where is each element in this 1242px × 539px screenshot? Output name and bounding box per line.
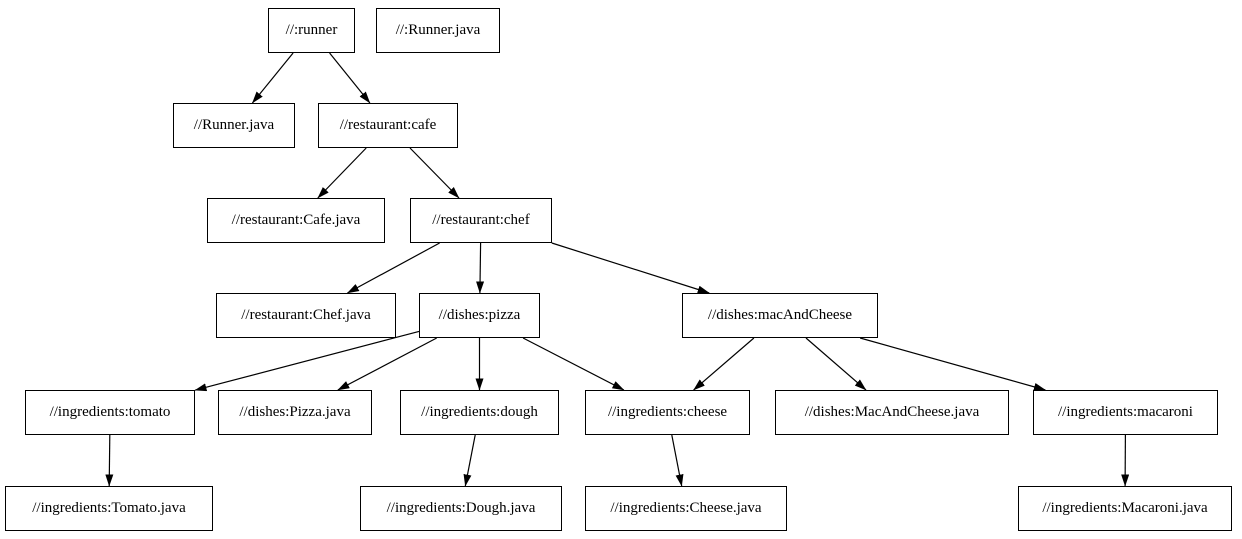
- edge-pizza-to-pizza-java-file: [337, 337, 437, 391]
- graph-node-mac-and-cheese: //dishes:macAndCheese: [682, 293, 878, 338]
- edge-tomato-to-tomato-java-file: [105, 434, 114, 487]
- graph-node-dough: //ingredients:dough: [400, 390, 559, 435]
- graph-node-cafe: //restaurant:cafe: [318, 103, 458, 148]
- edge-mac-and-cheese-to-macaroni: [859, 337, 1046, 391]
- edge-mac-and-cheese-to-mac-and-cheese-java-file: [805, 337, 867, 391]
- edge-dough-to-dough-java-file: [463, 434, 476, 487]
- edge-cheese-to-cheese-java-file: [671, 434, 684, 487]
- edge-pizza-to-tomato: [194, 330, 420, 392]
- edge-cafe-to-cafe-java-file: [317, 147, 367, 199]
- graph-node-cheese: //ingredients:cheese: [585, 390, 750, 435]
- graph-node-cheese-java-file: //ingredients:Cheese.java: [585, 486, 787, 531]
- graph-node-tomato-java-file: //ingredients:Tomato.java: [5, 486, 213, 531]
- edge-mac-and-cheese-to-cheese: [693, 337, 755, 391]
- edge-chef-to-mac-and-cheese: [551, 242, 710, 294]
- graph-node-macaroni-java-file: //ingredients:Macaroni.java: [1018, 486, 1232, 531]
- edge-chef-to-pizza: [476, 242, 485, 294]
- graph-node-runner-java-file: //Runner.java: [173, 103, 295, 148]
- graph-node-chef: //restaurant:chef: [410, 198, 552, 243]
- graph-node-dough-java-file: //ingredients:Dough.java: [360, 486, 562, 531]
- graph-node-tomato: //ingredients:tomato: [25, 390, 195, 435]
- edge-runner-to-cafe: [329, 52, 371, 104]
- graph-node-runner-java-target: //:Runner.java: [376, 8, 500, 53]
- graph-node-mac-and-cheese-java-file: //dishes:MacAndCheese.java: [775, 390, 1009, 435]
- graph-node-pizza-java-file: //dishes:Pizza.java: [218, 390, 372, 435]
- graph-node-chef-java-file: //restaurant:Chef.java: [216, 293, 396, 338]
- edge-pizza-to-cheese: [522, 337, 625, 391]
- edge-chef-to-chef-java-file: [346, 242, 440, 294]
- graph-node-runner: //:runner: [268, 8, 355, 53]
- edge-runner-to-runner-java-file: [251, 52, 294, 104]
- graph-node-macaroni: //ingredients:macaroni: [1033, 390, 1218, 435]
- edge-cafe-to-chef: [409, 147, 460, 199]
- graph-node-cafe-java-file: //restaurant:Cafe.java: [207, 198, 385, 243]
- graph-node-pizza: //dishes:pizza: [419, 293, 540, 338]
